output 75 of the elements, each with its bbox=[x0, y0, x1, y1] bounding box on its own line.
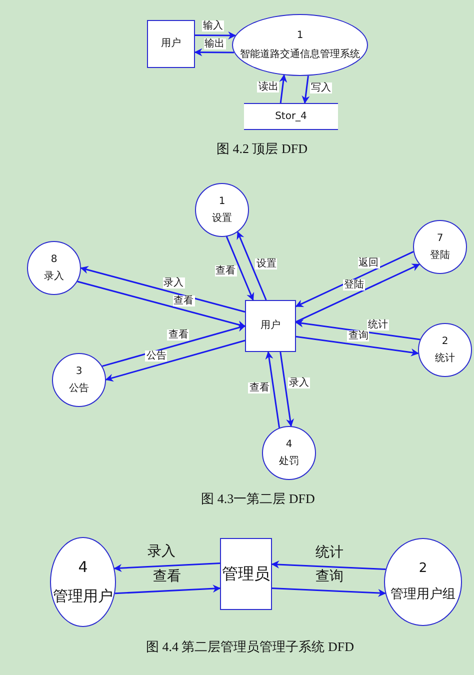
figure-caption: 图 4.3一第二层 DFD bbox=[201, 490, 315, 508]
edge-label: 查询 bbox=[314, 569, 344, 584]
edge-label: 查看 bbox=[172, 295, 195, 306]
arrow bbox=[102, 324, 246, 367]
data-store bbox=[244, 103, 338, 130]
process-number: 1 bbox=[296, 30, 304, 42]
arrow bbox=[114, 562, 220, 572]
edge-label: 设置 bbox=[255, 258, 278, 270]
process-number: 7 bbox=[436, 232, 444, 244]
edge-label: 公告 bbox=[145, 350, 168, 362]
process-number: 1 bbox=[218, 196, 226, 207]
edge-label: 录入 bbox=[162, 278, 185, 289]
process-circle bbox=[262, 426, 316, 480]
arrow bbox=[114, 584, 221, 594]
edge-label: 查看 bbox=[152, 569, 182, 585]
process-number: 2 bbox=[442, 336, 448, 347]
edge-label: 读出 bbox=[257, 82, 280, 93]
node-label: 公告 bbox=[69, 383, 89, 394]
process-circle bbox=[195, 183, 249, 237]
process-circle bbox=[27, 241, 81, 295]
arrow bbox=[265, 351, 280, 428]
arrow bbox=[295, 319, 420, 340]
process-number: 8 bbox=[50, 254, 58, 265]
edge-label: 统计 bbox=[366, 319, 389, 330]
process-number: 3 bbox=[76, 366, 82, 377]
arrow bbox=[296, 264, 420, 322]
edge-label: 查看 bbox=[167, 330, 190, 341]
arrow bbox=[302, 76, 310, 104]
arrow bbox=[195, 31, 236, 40]
arrow bbox=[280, 352, 294, 427]
node-label: 管理用户组 bbox=[390, 588, 456, 602]
entity-box bbox=[147, 20, 195, 68]
process-circle bbox=[418, 323, 472, 377]
arrow bbox=[296, 336, 419, 356]
edge-label: 写入 bbox=[310, 82, 332, 94]
arrow bbox=[77, 280, 246, 328]
figure-caption: 图 4.2 顶层 DFD bbox=[216, 140, 308, 158]
node-label: 设置 bbox=[212, 213, 232, 224]
process-number: 4 bbox=[286, 438, 292, 450]
node-label: 统计 bbox=[435, 353, 455, 364]
process-number: 4 bbox=[78, 559, 88, 576]
arrow bbox=[295, 251, 414, 308]
node-label: 录入 bbox=[44, 271, 64, 282]
arrow bbox=[80, 266, 246, 313]
node-label: 管理员 bbox=[222, 564, 270, 584]
edge-label: 查看 bbox=[248, 382, 270, 394]
edge-label: 查看 bbox=[214, 265, 237, 276]
figure-caption: 图 4.4 第二层管理员管理子系统 DFD bbox=[146, 638, 354, 656]
edge-label: 登陆 bbox=[342, 279, 365, 290]
process-number: 2 bbox=[418, 562, 428, 576]
node-label: 管理用户 bbox=[53, 588, 113, 605]
arrow bbox=[236, 231, 267, 300]
entity-box bbox=[220, 538, 272, 610]
arrow bbox=[194, 48, 234, 56]
arrow bbox=[105, 340, 246, 382]
arrow bbox=[272, 587, 386, 597]
entity-box bbox=[245, 300, 296, 352]
edge-label: 输入 bbox=[202, 20, 224, 32]
edge-label: 查询 bbox=[347, 330, 370, 342]
edge-label: 录入 bbox=[146, 544, 176, 560]
node-label: 用户 bbox=[260, 320, 280, 332]
node-label: 用户 bbox=[161, 38, 181, 50]
process-circle bbox=[413, 220, 467, 274]
node-label: Stor_4 bbox=[275, 110, 307, 122]
edge-label: 录入 bbox=[288, 378, 310, 389]
edge-label: 返回 bbox=[358, 257, 380, 268]
arrow bbox=[271, 560, 386, 570]
process-circle bbox=[52, 353, 106, 407]
node-label: 登陆 bbox=[430, 250, 450, 262]
node-label: 智能道路交通信息管理系统 bbox=[240, 48, 360, 60]
node-label: 处罚 bbox=[279, 456, 299, 468]
arrow bbox=[226, 236, 254, 301]
edge-label: 统计 bbox=[314, 545, 344, 560]
edge-label: 输出 bbox=[204, 38, 226, 50]
arrow bbox=[279, 74, 288, 104]
